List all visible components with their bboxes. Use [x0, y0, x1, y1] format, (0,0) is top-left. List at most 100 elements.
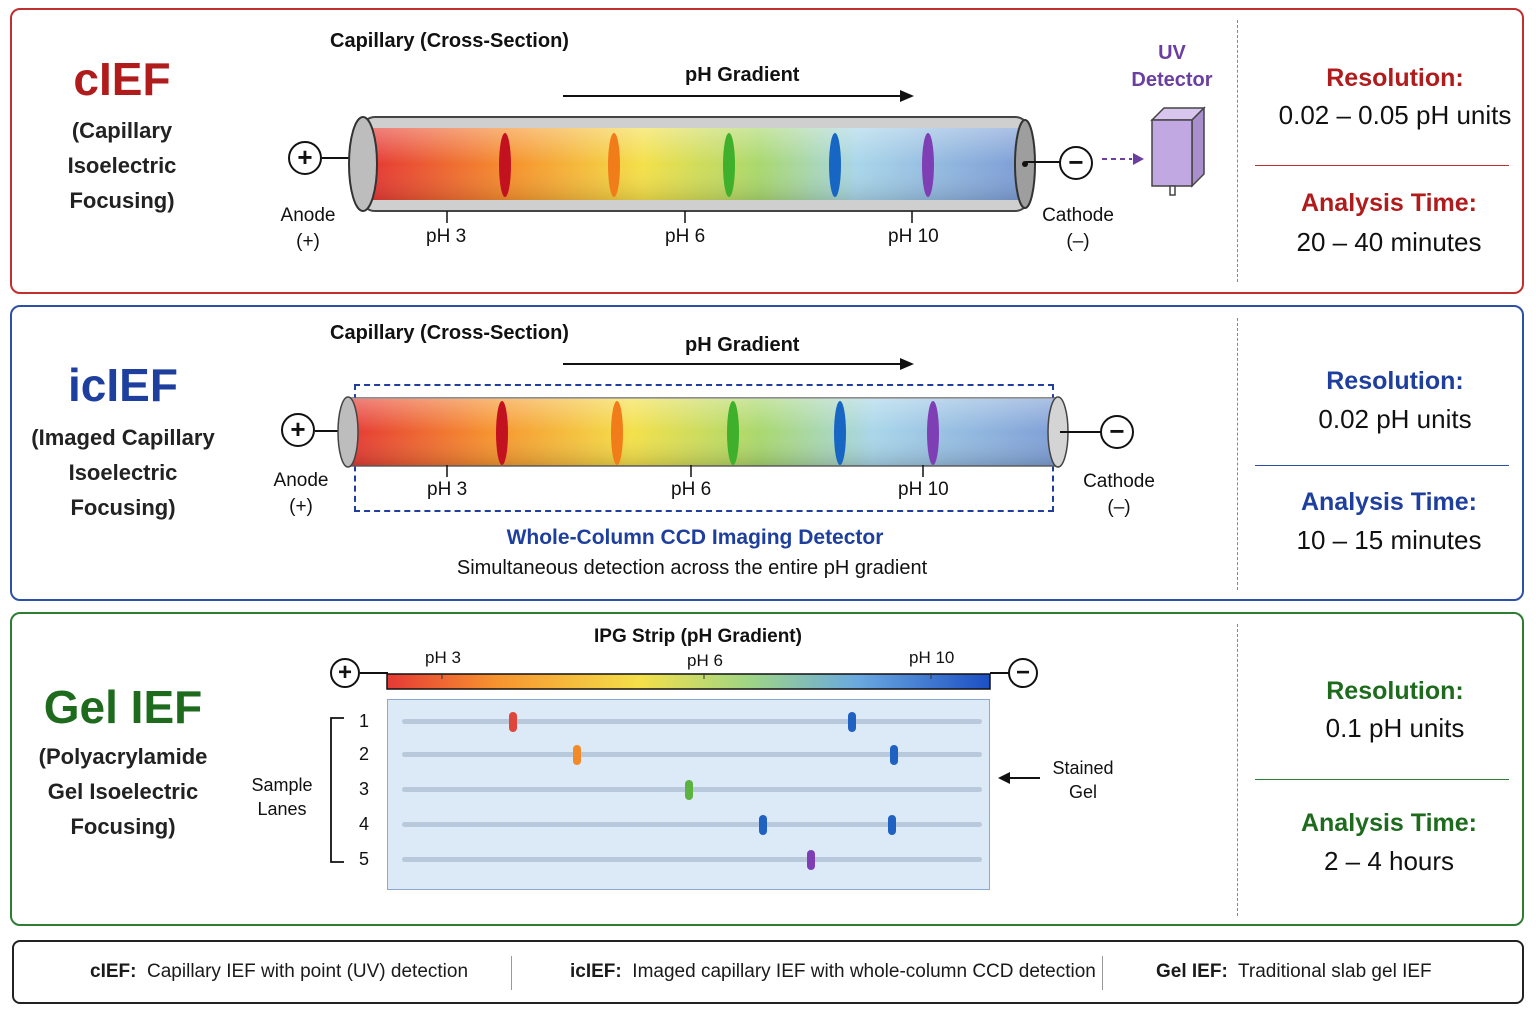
gel-cathode-minus-icon: − [1008, 658, 1038, 688]
legend-key: cIEF: [90, 961, 137, 982]
legend-separator [511, 956, 512, 990]
icief-anode-label: Anode [273, 470, 329, 491]
cief-anode-label: Anode [280, 205, 336, 226]
gel-lane [402, 857, 982, 862]
stained-gel [387, 699, 990, 890]
detector-line: Detector [1131, 69, 1213, 91]
gel-subtitle: (Polyacrylamide Gel Isoelectric Focusing… [3, 739, 243, 844]
cief-cathode-wire [1026, 161, 1060, 163]
cief-resolution-label: Resolution: [1326, 64, 1464, 92]
cief-cathode-minus-icon: − [1059, 146, 1093, 180]
sample-lanes-line: Sample [251, 775, 313, 795]
cief-capillary-title: Capillary (Cross-Section) [330, 30, 569, 52]
gel-resolution-value: 0.1 pH units [1325, 713, 1465, 743]
lane-number: 4 [359, 814, 370, 834]
icief-gradient-label: pH Gradient [685, 334, 800, 356]
icief-cathode-wire [1060, 431, 1102, 433]
cief-band-purple [922, 133, 934, 197]
gel-band-orange [573, 745, 581, 765]
cief-time-value: 20 – 40 minutes [1296, 227, 1482, 257]
gel-title: Gel IEF [43, 681, 203, 733]
legend-item-cief: cIEF: Capillary IEF with point (UV) dete… [90, 942, 468, 1002]
gel-lane [402, 719, 982, 724]
cief-detector-arrow [1102, 153, 1144, 165]
lane-number: 3 [359, 779, 370, 799]
icief-anode-sign: (+) [289, 496, 313, 517]
cief-band-blue [829, 133, 841, 197]
cief-subtitle-line: Isoelectric [67, 153, 177, 178]
gel-band-blue [759, 815, 767, 835]
cief-ph-ticks [446, 211, 913, 223]
gel-subtitle-line: (Polyacrylamide [38, 744, 208, 769]
gel-band-green [685, 780, 693, 800]
icief-band-red [496, 401, 508, 465]
gel-band-blue [888, 815, 896, 835]
icief-subtitle-line: (Imaged Capillary [31, 425, 215, 450]
cief-cathode-label: Cathode [1042, 205, 1114, 226]
gel-anode-wire [360, 672, 388, 674]
lane-number: 2 [359, 744, 370, 764]
icief-cathode-sign: (–) [1107, 497, 1131, 518]
legend-item-gel: Gel IEF: Traditional slab gel IEF [1156, 942, 1432, 1002]
icief-subtitle: (Imaged Capillary Isoelectric Focusing) [3, 420, 243, 525]
gel-divider [1237, 624, 1238, 916]
gel-stat-separator [1255, 779, 1509, 780]
cief-divider [1237, 20, 1238, 282]
gel-subtitle-line: Gel Isoelectric [47, 779, 199, 804]
cief-ph6-label: pH 6 [665, 226, 706, 247]
gel-lane [402, 752, 982, 757]
legend-text: Capillary IEF with point (UV) detection [147, 961, 469, 982]
icief-stat-separator [1255, 465, 1509, 466]
cief-subtitle-line: (Capillary [71, 118, 173, 143]
icief-subtitle-line: Isoelectric [68, 460, 178, 485]
legend-key: icIEF: [570, 961, 622, 982]
icief-subtitle-line: Focusing) [70, 495, 176, 520]
cief-gradient-arrow [563, 90, 914, 102]
icief-resolution-label: Resolution: [1326, 367, 1464, 395]
cief-stat-separator [1255, 165, 1509, 166]
legend-box: cIEF: Capillary IEF with point (UV) dete… [12, 940, 1524, 1004]
lane-number: 1 [359, 711, 370, 731]
icief-time-label: Analysis Time: [1300, 488, 1477, 516]
icief-ph-ticks [446, 465, 924, 477]
cief-capillary [348, 116, 1036, 212]
cief-ph3-label: pH 3 [426, 226, 467, 247]
gel-band-purple [807, 850, 815, 870]
icief-cathode-minus-icon: − [1100, 415, 1134, 449]
cief-ph10-label: pH 10 [888, 226, 939, 247]
gel-band-red [509, 712, 517, 732]
cief-band-green [723, 133, 735, 197]
cief-band-orange [608, 133, 620, 197]
cief-anode-plus-icon: + [288, 141, 322, 175]
gel-band-blue [890, 745, 898, 765]
icief-gradient-arrow [563, 358, 914, 370]
stained-gel-line: Gel [1068, 782, 1097, 802]
sample-lanes-label: Sample Lanes [246, 773, 318, 821]
gel-ph6-label: pH 6 [687, 651, 723, 670]
icief-band-orange [611, 401, 623, 465]
cief-uv-detector-label: UV Detector [1122, 40, 1222, 94]
icief-capillary [337, 396, 1069, 468]
ccd-detector-title: Whole-Column CCD Imaging Detector [506, 526, 884, 549]
cief-subtitle-line: Focusing) [69, 188, 175, 213]
gel-time-label: Analysis Time: [1300, 809, 1477, 837]
icief-ph10-label: pH 10 [898, 479, 949, 500]
legend-text: Traditional slab gel IEF [1238, 961, 1432, 982]
lane-number: 5 [359, 849, 370, 869]
icief-resolution-value: 0.02 pH units [1318, 404, 1472, 434]
cief-title: cIEF [73, 53, 171, 105]
icief-ph6-label: pH 6 [671, 479, 712, 500]
gel-anode-plus-icon: + [330, 658, 360, 688]
legend-key: Gel IEF: [1156, 961, 1228, 982]
legend-separator [1102, 956, 1103, 990]
gel-band-blue [848, 712, 856, 732]
ccd-detector-desc: Simultaneous detection across the entire… [456, 557, 928, 579]
cief-band-red [499, 133, 511, 197]
sample-lanes-bracket [330, 717, 344, 863]
gel-ph10-label: pH 10 [909, 648, 955, 667]
icief-divider [1237, 318, 1238, 590]
icief-time-value: 10 – 15 minutes [1296, 525, 1482, 555]
cief-subtitle: (Capillary Isoelectric Focusing) [2, 113, 242, 218]
sample-lanes-line: Lanes [257, 799, 307, 819]
icief-band-blue [834, 401, 846, 465]
